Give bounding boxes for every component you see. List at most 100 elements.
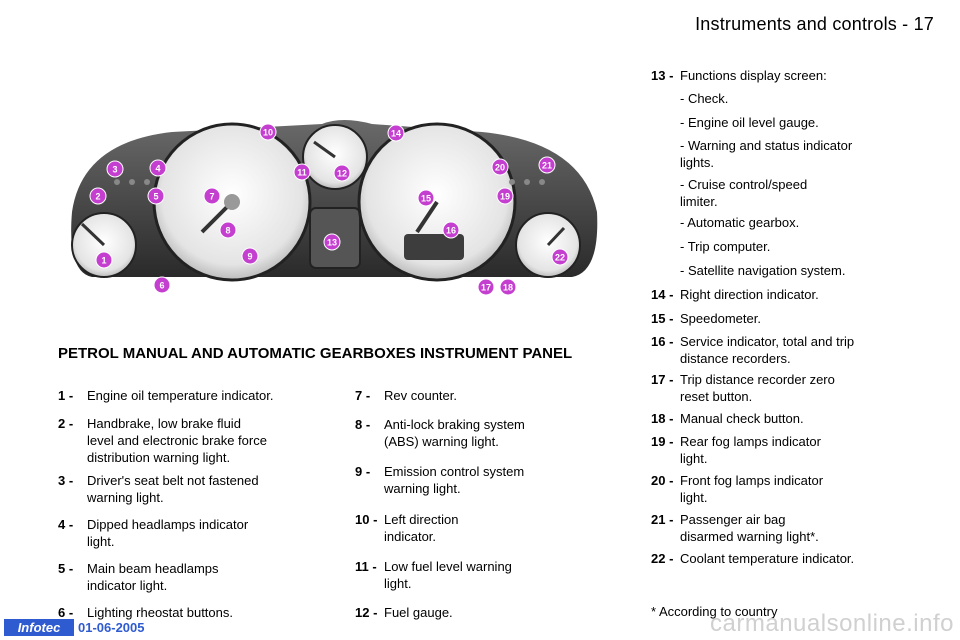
legend-text: Speedometer. bbox=[680, 311, 761, 326]
svg-text:20: 20 bbox=[495, 163, 505, 173]
legend-item-12: 12 - Fuel gauge. bbox=[355, 604, 595, 624]
legend-item-22: 22 - Coolant temperature indicator. bbox=[651, 550, 911, 570]
legend-text: Rev counter. bbox=[384, 388, 457, 403]
legend-item-9: 9 - Emission control system warning ligh… bbox=[355, 463, 595, 499]
callout-10: 10 bbox=[259, 123, 277, 141]
svg-text:3: 3 bbox=[112, 165, 117, 175]
callout-19: 19 bbox=[496, 187, 514, 205]
legend-text: Passenger air bag disarmed warning light… bbox=[680, 512, 819, 544]
legend-item-17: 17 - Trip distance recorder zero reset b… bbox=[651, 371, 911, 407]
legend-number: 3 - bbox=[58, 473, 74, 488]
legend-number: 12 - bbox=[355, 605, 378, 620]
sub-item-satellite-navigation: - Satellite navigation system. bbox=[680, 263, 846, 278]
legend-text: Coolant temperature indicator. bbox=[680, 551, 855, 566]
svg-text:4: 4 bbox=[155, 164, 160, 174]
legend-number: 10 - bbox=[355, 512, 378, 527]
legend-item-16: 16 - Service indicator, total and trip d… bbox=[651, 333, 911, 369]
legend-item-6: 6 - Lighting rheostat buttons. bbox=[58, 604, 318, 624]
callout-8: 8 bbox=[219, 221, 237, 239]
svg-text:8: 8 bbox=[225, 226, 230, 236]
legend-text: Handbrake, low brake fluid level and ele… bbox=[87, 416, 267, 465]
callout-1: 1 bbox=[95, 251, 113, 269]
legend-number: 15 - bbox=[651, 311, 674, 326]
sub-item-trip-computer: - Trip computer. bbox=[680, 239, 771, 254]
legend-text: Anti-lock braking system (ABS) warning l… bbox=[384, 417, 525, 449]
legend-text: Manual check button. bbox=[680, 411, 804, 426]
callout-7: 7 bbox=[203, 187, 221, 205]
legend-text: Main beam headlamps indicator light. bbox=[87, 561, 219, 593]
legend-text: Lighting rheostat buttons. bbox=[87, 605, 233, 620]
legend-text: Service indicator, total and trip distan… bbox=[680, 334, 855, 366]
sub-item-oil-gauge: - Engine oil level gauge. bbox=[680, 115, 819, 130]
legend-number: 13 - bbox=[651, 68, 674, 83]
svg-text:21: 21 bbox=[542, 161, 552, 171]
legend-number: 19 - bbox=[651, 434, 674, 449]
footer-date: 01-06-2005 bbox=[78, 620, 145, 635]
legend-item-19: 19 - Rear fog lamps indicator light. bbox=[651, 433, 911, 469]
legend-item-10: 10 - Left direction indicator. bbox=[355, 511, 595, 547]
svg-text:10: 10 bbox=[263, 128, 273, 138]
legend-item-5: 5 - Main beam headlamps indicator light. bbox=[58, 560, 318, 596]
callout-16: 16 bbox=[442, 221, 460, 239]
callout-11: 11 bbox=[293, 163, 311, 181]
callout-3: 3 bbox=[106, 160, 124, 178]
legend-number: 21 - bbox=[651, 512, 674, 527]
callout-21: 21 bbox=[538, 156, 556, 174]
sub-item-automatic-gearbox: - Automatic gearbox. bbox=[680, 215, 800, 230]
legend-text: Fuel gauge. bbox=[384, 605, 453, 620]
page-header: Instruments and controls - 17 bbox=[695, 14, 934, 34]
legend-item-11: 11 - Low fuel level warning light. bbox=[355, 558, 595, 594]
svg-text:7: 7 bbox=[209, 192, 214, 202]
callout-22: 22 bbox=[551, 248, 569, 266]
callout-4: 4 bbox=[149, 159, 167, 177]
sub-item-cruise-control: - Cruise control/speed limiter. bbox=[680, 177, 808, 209]
legend-item-7: 7 - Rev counter. bbox=[355, 387, 595, 407]
svg-text:2: 2 bbox=[95, 192, 100, 202]
legend-item-21: 21 - Passenger air bag disarmed warning … bbox=[651, 511, 911, 547]
legend-number: 11 - bbox=[355, 559, 377, 574]
sub-item-check: - Check. bbox=[680, 91, 729, 106]
legend-number: 8 - bbox=[355, 417, 371, 432]
svg-text:6: 6 bbox=[159, 281, 164, 291]
callout-20: 20 bbox=[491, 158, 509, 176]
legend-item-14: 14 - Right direction indicator. bbox=[651, 286, 911, 306]
legend-number: 20 - bbox=[651, 473, 674, 488]
callout-17: 17 bbox=[477, 278, 495, 296]
svg-text:22: 22 bbox=[555, 253, 565, 263]
svg-text:12: 12 bbox=[337, 169, 347, 179]
legend-number: 17 - bbox=[651, 372, 674, 387]
legend-number: 5 - bbox=[58, 561, 74, 576]
footnote: * According to country bbox=[651, 604, 778, 619]
legend-number: 6 - bbox=[58, 605, 74, 620]
legend-text: Trip distance recorder zero reset button… bbox=[680, 372, 835, 404]
legend-text: Rear fog lamps indicator light. bbox=[680, 434, 821, 466]
infotec-logo: Infotec bbox=[4, 619, 74, 636]
legend-text: Engine oil temperature indicator. bbox=[87, 388, 274, 403]
callout-9: 9 bbox=[241, 247, 259, 265]
legend-item-4: 4 - Dipped headlamps indicator light. bbox=[58, 516, 318, 552]
legend-text: Front fog lamps indicator light. bbox=[680, 473, 824, 505]
legend-item-3: 3 - Driver's seat belt not fastened warn… bbox=[58, 472, 318, 508]
callout-18: 18 bbox=[499, 278, 517, 296]
svg-text:9: 9 bbox=[247, 252, 252, 262]
svg-text:1: 1 bbox=[101, 256, 106, 266]
svg-text:15: 15 bbox=[421, 194, 431, 204]
legend-text: Right direction indicator. bbox=[680, 287, 819, 302]
svg-text:11: 11 bbox=[297, 168, 307, 178]
legend-number: 16 - bbox=[651, 334, 674, 349]
legend-item-13: 13 - Functions display screen: bbox=[651, 67, 911, 87]
legend-item-1: 1 - Engine oil temperature indicator. bbox=[58, 387, 318, 407]
callout-14: 14 bbox=[387, 124, 405, 142]
watermark: carmanualsonline.info bbox=[710, 610, 954, 637]
legend-text: Dipped headlamps indicator light. bbox=[87, 517, 249, 549]
legend-item-8: 8 - Anti-lock braking system (ABS) warni… bbox=[355, 416, 595, 452]
svg-text:18: 18 bbox=[503, 283, 513, 293]
callout-5: 5 bbox=[147, 187, 165, 205]
svg-text:19: 19 bbox=[500, 192, 510, 202]
callout-12: 12 bbox=[333, 164, 351, 182]
legend-text: Emission control system warning light. bbox=[384, 464, 525, 496]
legend-text: Driver's seat belt not fastened warning … bbox=[87, 473, 259, 505]
section-title: PETROL MANUAL AND AUTOMATIC GEARBOXES IN… bbox=[58, 345, 573, 362]
callout-6: 6 bbox=[153, 276, 171, 294]
